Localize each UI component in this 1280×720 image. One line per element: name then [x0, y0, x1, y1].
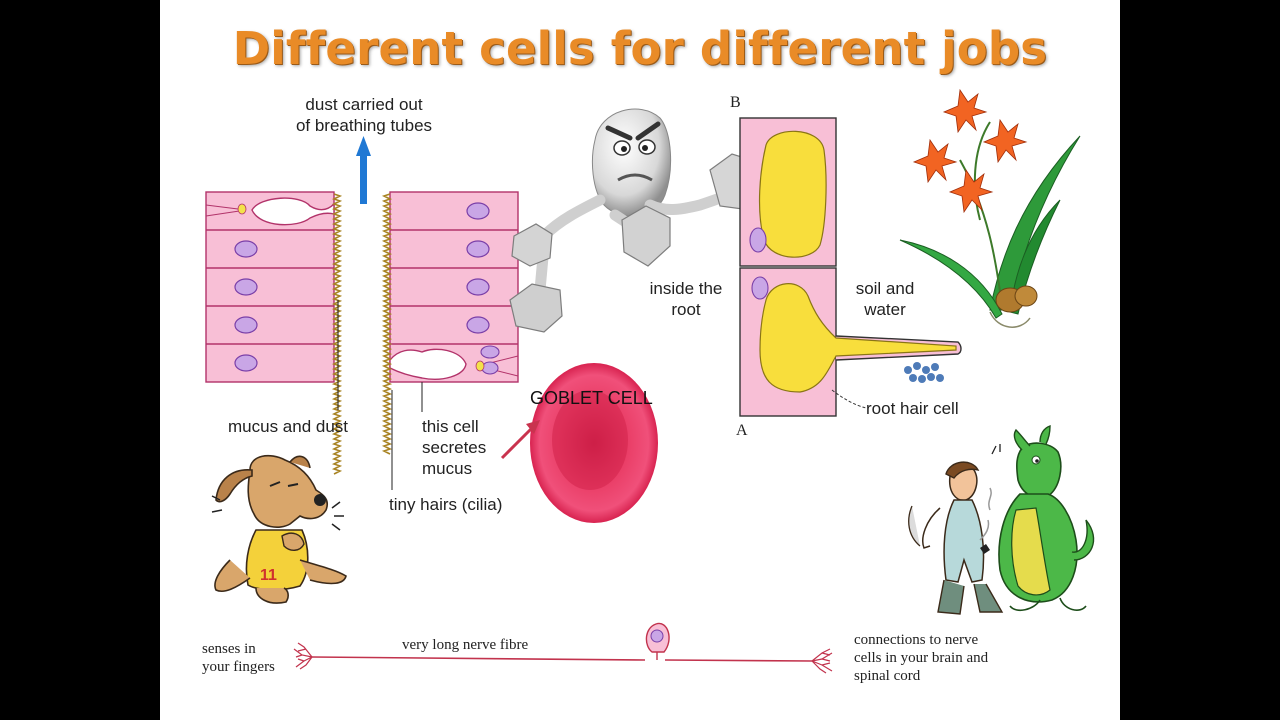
- label-dust-carried-2: of breathing tubes: [295, 116, 433, 135]
- label-connections-1: connections to nerve: [854, 632, 979, 648]
- marker-a: A: [736, 422, 748, 439]
- label-inside-root-2: root: [671, 300, 701, 319]
- orchid-plant-icon: [899, 88, 1081, 328]
- label-senses-2: your fingers: [202, 659, 275, 675]
- label-this-cell-1: this cell: [422, 417, 479, 436]
- label-this-cell-2: secretes: [422, 438, 487, 457]
- label-nerve-fibre: very long nerve fibre: [402, 637, 529, 653]
- root-hair-cell-diagram: [739, 117, 962, 417]
- left-cell-column: [205, 191, 343, 475]
- label-connections-3: spinal cord: [854, 668, 921, 684]
- nerve-cell-diagram: [293, 622, 833, 674]
- label-mucus-and-dust: mucus and dust: [228, 417, 349, 436]
- label-inside-root-1: inside the: [649, 279, 723, 298]
- marker-b: B: [730, 94, 741, 111]
- right-cell-column: [381, 191, 519, 490]
- label-goblet-cell: GOBLET CELL: [530, 388, 653, 408]
- upward-arrow-icon: [356, 136, 371, 204]
- ciliated-epithelium-diagram: 11: [205, 88, 1095, 674]
- page-title: Different cells for different jobs: [232, 22, 1048, 75]
- label-dust-carried-1: dust carried out: [305, 95, 423, 114]
- strongman-character-icon: [509, 108, 769, 333]
- label-connections-2: cells in your brain and: [854, 650, 989, 666]
- label-this-cell-3: mucus: [422, 459, 473, 478]
- dog-shirt-number: 11: [260, 567, 277, 584]
- label-tiny-hairs: tiny hairs (cilia): [389, 495, 503, 514]
- label-senses-1: senses in: [202, 641, 256, 657]
- label-soil-water-1: soil and: [855, 279, 915, 298]
- label-root-hair-cell: root hair cell: [866, 399, 959, 418]
- slide: Different cells for different jobs: [160, 0, 1120, 720]
- red-blood-cell-icon: [530, 363, 658, 523]
- coughing-dog-icon: 11: [211, 454, 347, 604]
- dragon-and-man-icon: [908, 425, 1095, 615]
- label-soil-water-2: water: [864, 300, 906, 319]
